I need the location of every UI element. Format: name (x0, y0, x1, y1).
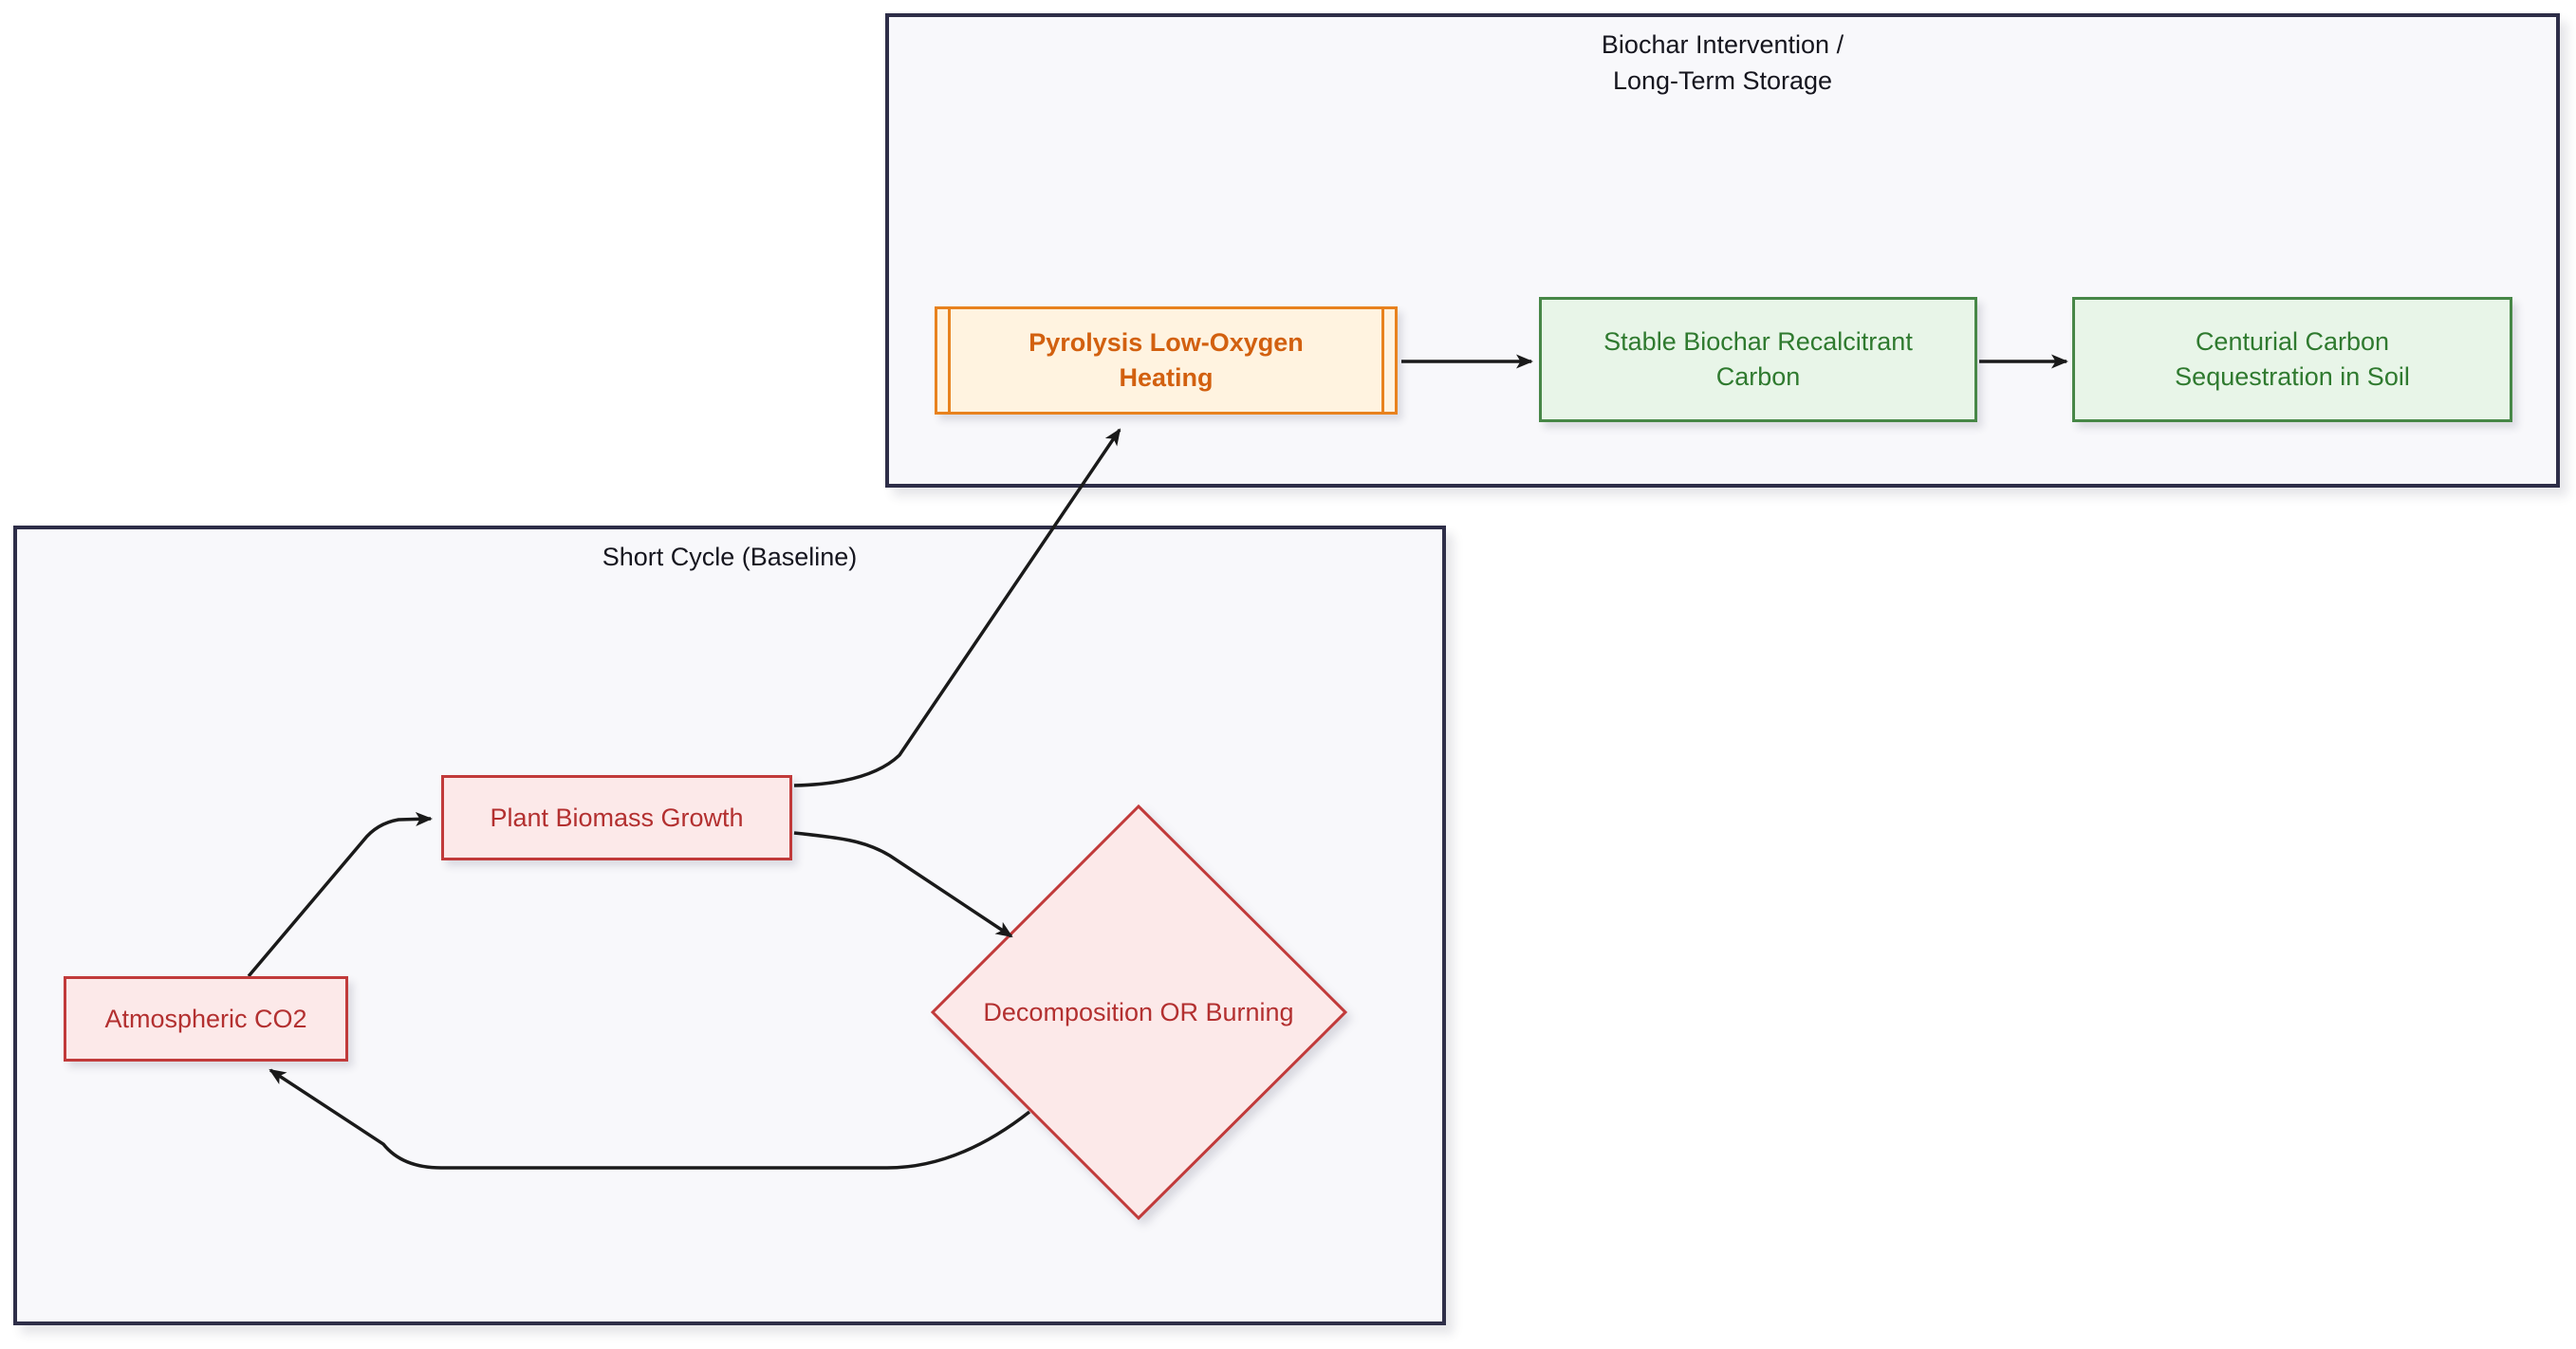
node-pyrolysis-label-line1: Pyrolysis Low-Oxygen (1029, 328, 1304, 357)
subgraph-biochar-title-line1: Biochar Intervention / (1601, 30, 1844, 59)
subgraph-short-cycle-title-line1: Short Cycle (Baseline) (602, 543, 858, 571)
node-plant-label: Plant Biomass Growth (490, 803, 744, 832)
edge-co2-to-plant (247, 811, 433, 978)
subgraph-short-cycle-title: Short Cycle (Baseline) (17, 539, 1442, 575)
subgraph-biochar-title-line2: Long-Term Storage (1612, 66, 1833, 95)
edge-decomposition-to-co2 (269, 1068, 1031, 1170)
edge-plant-to-decomposition (793, 831, 1013, 938)
node-stable-label-line2: Carbon (1715, 362, 1801, 391)
node-atmospheric-co2: Atmospheric CO2 (64, 976, 348, 1062)
node-stable-label-line1: Stable Biochar Recalcitrant (1603, 327, 1913, 356)
node-decomposition-label: Decomposition OR Burning (983, 997, 1294, 1026)
node-centurial-label-line1: Centurial Carbon (2195, 327, 2390, 356)
decomposition-diamond-shape (930, 804, 1348, 1221)
subgraph-biochar-title: Biochar Intervention / Long-Term Storage (889, 27, 2556, 99)
node-centurial-sequestration: Centurial Carbon Sequestration in Soil (2072, 297, 2512, 422)
node-plant-biomass: Plant Biomass Growth (441, 775, 792, 860)
node-pyrolysis: Pyrolysis Low-Oxygen Heating (935, 306, 1398, 415)
node-co2-label: Atmospheric CO2 (104, 1004, 307, 1033)
node-pyrolysis-label-line2: Heating (1119, 363, 1214, 392)
node-centurial-label-line2: Sequestration in Soil (2175, 362, 2410, 391)
node-stable-biochar: Stable Biochar Recalcitrant Carbon (1539, 297, 1977, 422)
edge-plant-to-pyrolysis (793, 428, 1121, 787)
